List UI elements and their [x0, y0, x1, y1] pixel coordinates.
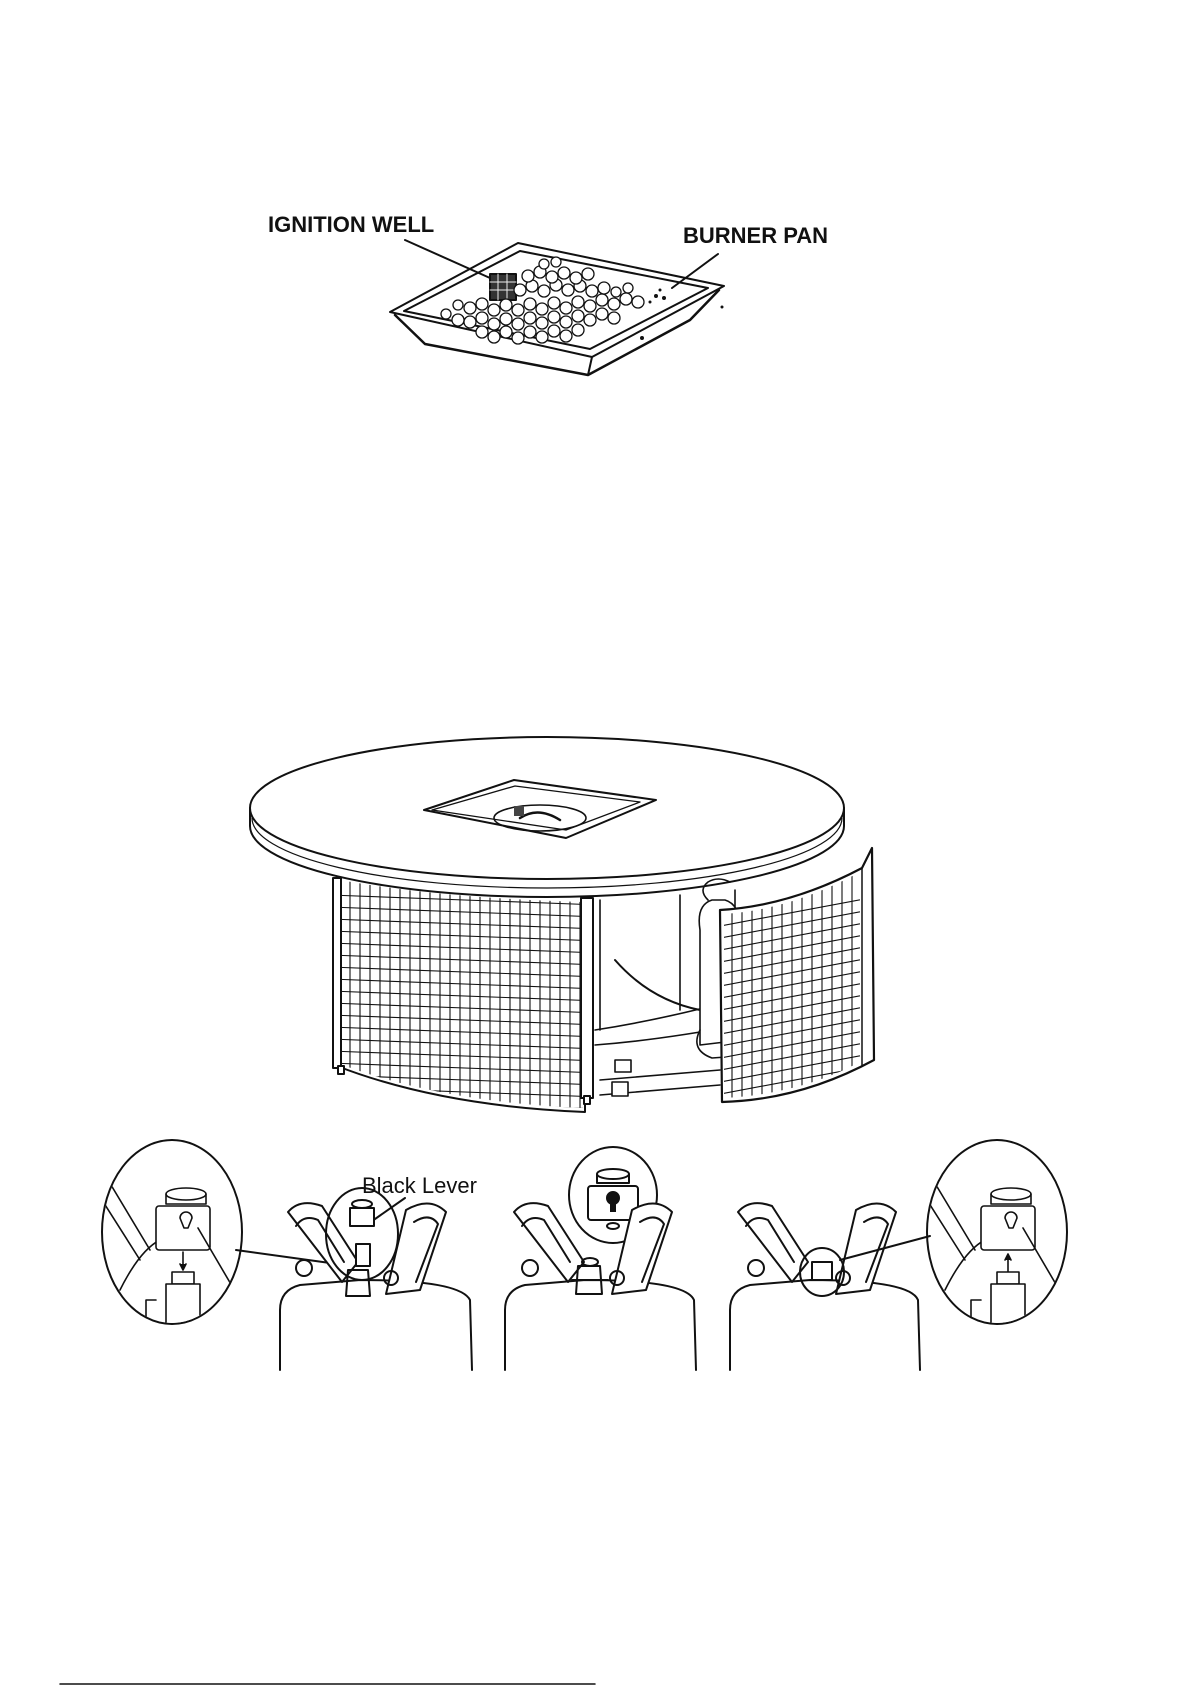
burner-pan-figure: IGNITION WELL BURNER PAN [268, 212, 828, 375]
step1-magnifier [102, 1140, 330, 1342]
pan-dots [640, 289, 724, 341]
left-weave-grid [330, 880, 600, 1110]
step1-tank [280, 1188, 472, 1370]
step3-magnifier [927, 1140, 1077, 1342]
tank-connection-figure: Black Lever [102, 1140, 1077, 1370]
step1-magnifier-pointer [236, 1250, 330, 1263]
burner-pan-label: BURNER PAN [683, 223, 828, 248]
fire-table-figure [250, 737, 874, 1112]
step2-tank [505, 1203, 696, 1370]
table-top-surface [250, 737, 844, 879]
right-wicker-door [720, 848, 874, 1110]
step3-tank [730, 1203, 930, 1370]
table-leg-left [333, 878, 341, 1068]
table-leg-center [581, 898, 593, 1098]
ignition-well-box [490, 274, 516, 300]
burner-ring [494, 805, 586, 831]
left-wicker-panel [330, 880, 600, 1112]
ignition-well-label: IGNITION WELL [268, 212, 434, 237]
